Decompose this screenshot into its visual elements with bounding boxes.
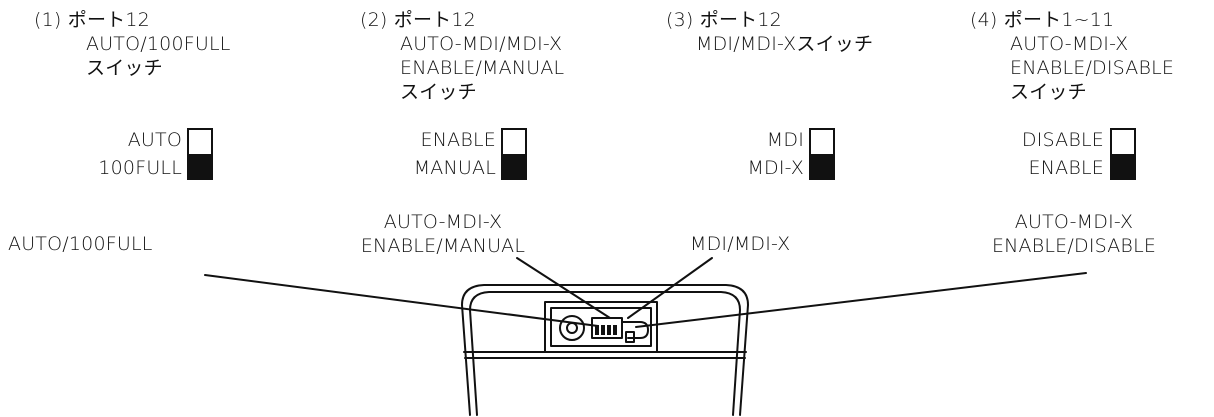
section-1-title: (1) ポート12 [34,9,150,31]
leader-line-4 [635,272,1087,328]
power-jack [559,315,585,341]
section-3-switch-label-top: MDI [766,129,804,151]
section-1-switch-knob [189,154,211,178]
section-1-dip-switch [187,128,213,180]
section-1-switch-label-top: AUTO [127,129,182,151]
section-4-desc-line-2: ENABLE/DISABLE [1010,57,1175,79]
dip-switch-toggles [595,325,617,335]
callout-4-label-line-1: AUTO-MDI-X [1014,211,1134,233]
callout-2-label-line-2: ENABLE/MANUAL [360,235,526,257]
section-4-dip-switch [1110,128,1136,180]
device-outline [461,284,749,416]
power-jack-center [566,322,578,334]
section-2-desc-line-3: スイッチ [400,81,477,103]
section-4-desc-line-3: スイッチ [1010,81,1087,103]
section-3-title: (3) ポート12 [666,9,782,31]
section-4-switch-knob [1112,154,1134,178]
section-3-switch-knob [811,154,833,178]
section-1-desc-line-1: AUTO/100FULL [86,33,231,55]
section-3-dip-switch [809,128,835,180]
device-panel-inner [550,307,652,347]
callout-2-label-line-1: AUTO-MDI-X [383,211,503,233]
section-2-desc-line-2: ENABLE/MANUAL [400,57,565,79]
section-4-switch-label-top: DISABLE [1021,129,1104,151]
leader-line-1 [204,274,599,327]
callout-3-label: MDI/MDI-X [690,233,791,255]
device-panel [544,301,658,353]
section-2-switch-label-top: ENABLE [420,129,496,151]
callout-1-label: AUTO/100FULL [8,233,153,255]
section-2-dip-switch [501,128,527,180]
section-4-title: (4) ポート1~11 [970,9,1115,31]
section-4-desc-line-1: AUTO-MDI-X [1010,33,1129,55]
section-4-switch-label-bottom: ENABLE [1028,157,1104,179]
side-connector-tab [625,331,635,343]
section-3-desc-line-1: MDI/MDI-Xスイッチ [696,33,874,55]
side-connector [621,321,649,339]
section-2-desc-line-1: AUTO-MDI/MDI-X [400,33,563,55]
section-1-switch-label-bottom: 100FULL [98,157,182,179]
section-2-title: (2) ポート12 [360,9,476,31]
section-2-switch-knob [503,154,525,178]
dip-switch-block [591,317,623,339]
section-1-desc-line-2: スイッチ [86,57,163,79]
callout-4-label-line-2: ENABLE/DISABLE [991,235,1157,257]
section-3-switch-label-bottom: MDI-X [747,157,804,179]
device-inner-outline [469,291,741,416]
section-2-switch-label-bottom: MANUAL [413,157,496,179]
